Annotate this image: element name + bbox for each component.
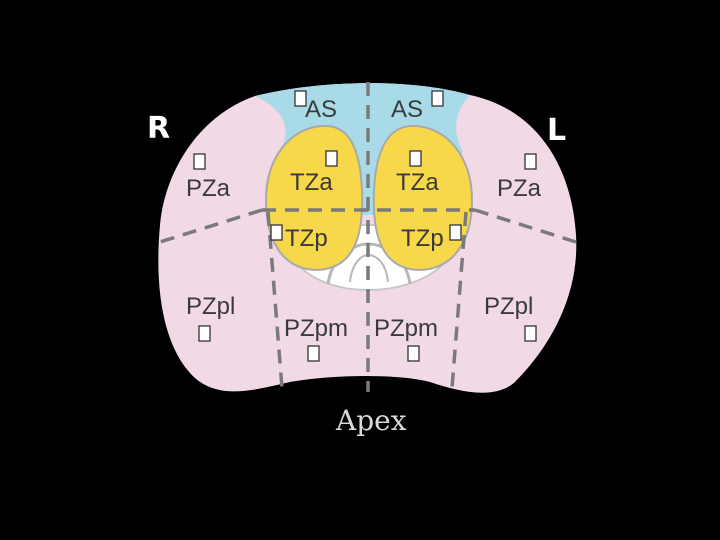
- marker-pza-right: [193, 153, 206, 170]
- side-label-right: R: [147, 111, 170, 146]
- right-lateral-divider-upper: [159, 208, 263, 244]
- marker-pzpm-left: [407, 345, 420, 362]
- zone-label-pzpm-left: PZpm: [374, 315, 438, 342]
- transition-zone-right: [264, 124, 364, 272]
- marker-tza-left: [409, 150, 422, 167]
- zone-label-pza-right: PZa: [186, 175, 231, 202]
- apex-label: Apex: [335, 404, 407, 437]
- zone-label-tza-left: TZa: [396, 169, 439, 196]
- transition-zone-left: [372, 124, 474, 272]
- right-medial-divider: [266, 211, 284, 389]
- marker-pzpl-left: [524, 325, 537, 342]
- left-lateral-divider-upper: [474, 208, 577, 244]
- side-label-left: L: [547, 113, 566, 148]
- marker-tzp-left: [449, 224, 462, 241]
- marker-as-left: [431, 90, 444, 107]
- zone-label-pzpl-right: PZpl: [186, 293, 235, 320]
- marker-tza-right: [325, 150, 338, 167]
- marker-pzpm-right: [307, 345, 320, 362]
- zone-label-as-left: AS: [391, 96, 423, 123]
- left-medial-divider: [450, 211, 468, 389]
- zone-label-as-right: AS: [305, 96, 337, 123]
- marker-tzp-right: [270, 224, 283, 241]
- zone-label-tzp-left: TZp: [401, 225, 444, 252]
- marker-as-right: [294, 90, 307, 107]
- zone-label-pzpl-left: PZpl: [484, 293, 533, 320]
- zone-label-pza-left: PZa: [497, 175, 542, 202]
- marker-pza-left: [524, 153, 537, 170]
- zone-label-tzp-right: TZp: [285, 225, 328, 252]
- zone-label-pzpm-right: PZpm: [284, 315, 348, 342]
- marker-pzpl-right: [198, 325, 211, 342]
- zone-label-tza-right: TZa: [290, 169, 333, 196]
